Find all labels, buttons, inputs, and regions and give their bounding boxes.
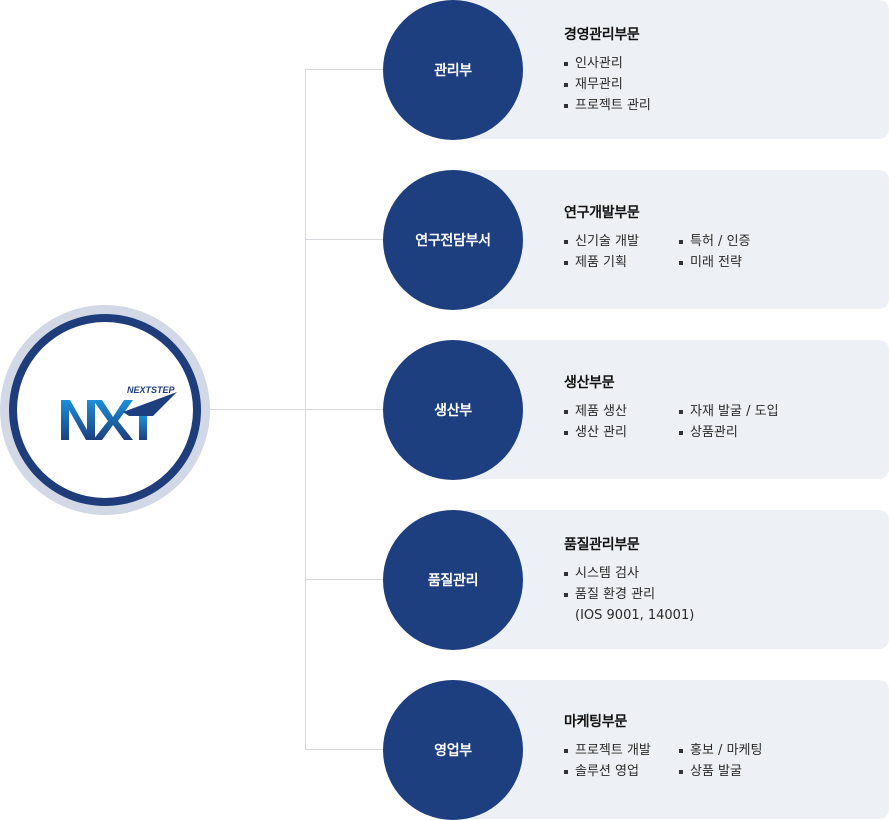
dept-name: 연구전담부서 [415, 233, 491, 249]
list-item: 프로젝트 관리 [564, 95, 651, 116]
dept-title: 마케팅부문 [564, 714, 627, 730]
dept-list-col1: 신기술 개발 제품 기획 [564, 231, 639, 273]
list-item: 홍보 / 마케팅 [679, 740, 762, 761]
dept-title: 경영관리부문 [564, 27, 640, 43]
dept-list-col1: 인사관리 재무관리 프로젝트 관리 [564, 53, 651, 116]
dept-name: 생산부 [434, 403, 472, 419]
list-item: 제품 기획 [564, 252, 639, 273]
dept-list-col2: 자재 발굴 / 도입 상품관리 [679, 401, 779, 443]
dept-list-col1: 프로젝트 개발 솔루션 영업 [564, 740, 651, 782]
list-item: 프로젝트 개발 [564, 740, 651, 761]
branch-line-5 [305, 749, 385, 750]
list-item: 시스템 검사 [564, 563, 694, 584]
list-item: 생산 관리 [564, 422, 627, 443]
hub-inner: NEXTSTEP [17, 322, 193, 498]
list-item: 상품관리 [679, 422, 779, 443]
dept-title: 연구개발부문 [564, 205, 640, 221]
dept-list-col1: 제품 생산 생산 관리 [564, 401, 627, 443]
dept-name: 품질관리 [427, 573, 479, 589]
list-item: 재무관리 [564, 74, 651, 95]
dept-title: 품질관리부문 [564, 537, 640, 553]
dept-list-col2: 특허 / 인증 미래 전략 [679, 231, 751, 273]
dept-circle-quality: 품질관리 [383, 510, 523, 650]
list-item: 특허 / 인증 [679, 231, 751, 252]
list-item-continuation: (IOS 9001, 14001) [575, 608, 695, 623]
list-item: 품질 환경 관리 [564, 584, 694, 605]
hub-connector-line [210, 409, 306, 410]
branch-line-4 [305, 579, 385, 580]
branch-line-2 [305, 239, 385, 240]
list-item: 미래 전략 [679, 252, 751, 273]
list-item: 자재 발굴 / 도입 [679, 401, 779, 422]
branch-line-1 [305, 69, 385, 70]
list-item: 신기술 개발 [564, 231, 639, 252]
nextstep-logo: NEXTSTEP [61, 385, 177, 440]
dept-circle-management: 관리부 [383, 0, 523, 140]
dept-list-col2: 홍보 / 마케팅 상품 발굴 [679, 740, 762, 782]
list-item: 상품 발굴 [679, 761, 762, 782]
dept-circle-research: 연구전담부서 [383, 170, 523, 310]
hub-ring: NEXTSTEP [9, 314, 201, 506]
dept-title: 생산부문 [564, 375, 615, 391]
dept-circle-sales: 영업부 [383, 680, 523, 820]
dept-name: 관리부 [434, 63, 472, 79]
list-item: 솔루션 영업 [564, 761, 651, 782]
logo-subtitle: NEXTSTEP [127, 385, 176, 395]
company-hub: NEXTSTEP [0, 305, 210, 515]
dept-circle-production: 생산부 [383, 340, 523, 480]
list-item: 제품 생산 [564, 401, 627, 422]
list-item: 인사관리 [564, 53, 651, 74]
branch-line-3 [305, 409, 385, 410]
dept-list-col1: 시스템 검사 품질 환경 관리 (IOS 9001, 14001) [564, 563, 694, 626]
dept-name: 영업부 [434, 743, 472, 759]
